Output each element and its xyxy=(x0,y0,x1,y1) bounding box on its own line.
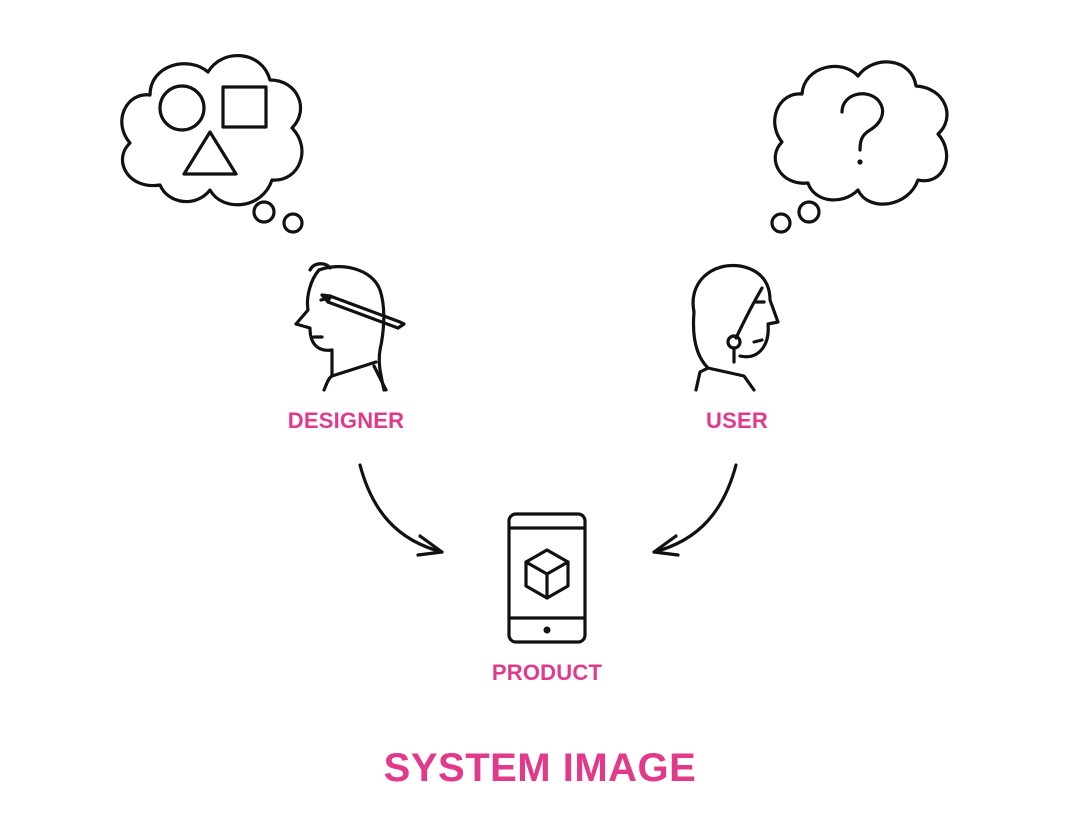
user-label: USER xyxy=(706,408,768,433)
cube-icon xyxy=(524,548,570,600)
user-thought-cloud-icon xyxy=(770,60,949,234)
designer-thought-cloud-icon xyxy=(120,54,304,234)
question-mark-icon xyxy=(840,92,885,165)
triangle-shape-icon xyxy=(182,130,238,176)
designer-to-product-arrow-icon xyxy=(358,463,444,557)
thought-shapes-icon xyxy=(158,84,268,176)
user-to-product-arrow-icon xyxy=(652,463,738,557)
user-figure-icon xyxy=(691,263,780,392)
designer-label: DESIGNER xyxy=(287,408,405,433)
product-label: PRODUCT xyxy=(491,660,603,685)
product-phone-icon xyxy=(507,512,587,644)
system-image-title: SYSTEM IMAGE xyxy=(383,746,697,790)
circle-shape-icon xyxy=(158,84,206,132)
designer-figure-icon xyxy=(294,262,406,392)
square-shape-icon xyxy=(221,85,268,129)
